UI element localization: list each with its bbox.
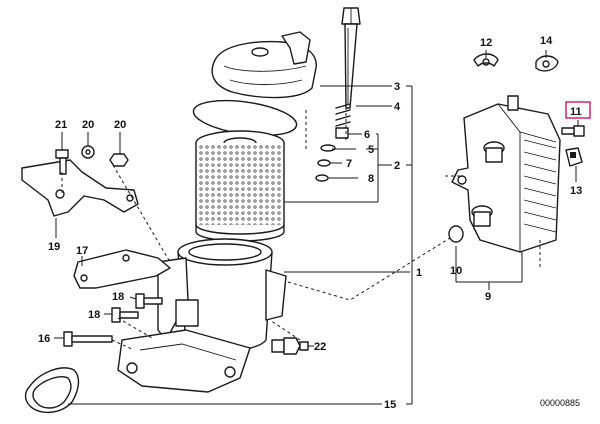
label-2: 2 xyxy=(394,160,400,172)
bolt-18b xyxy=(111,307,139,323)
label-18b: 18 xyxy=(88,309,100,321)
housing-gasket xyxy=(24,367,80,413)
label-22: 22 xyxy=(314,341,326,353)
clip-13 xyxy=(565,147,583,167)
highlight-frame-11 xyxy=(565,101,591,119)
label-21: 21 xyxy=(55,119,67,131)
label-10: 10 xyxy=(450,265,462,277)
o-ring-5 xyxy=(320,144,336,152)
bolt-16 xyxy=(63,331,113,347)
filter-housing-base xyxy=(117,238,287,393)
label-20b: 20 xyxy=(114,119,126,131)
center-bolt xyxy=(341,7,361,109)
label-8: 8 xyxy=(368,173,374,185)
o-ring-7 xyxy=(317,159,331,167)
label-13: 13 xyxy=(570,185,582,197)
o-ring-8 xyxy=(315,174,329,182)
pressure-sensor-22 xyxy=(271,337,309,355)
clamp-12 xyxy=(473,53,499,67)
leader-lines xyxy=(54,50,579,405)
bolt-11 xyxy=(561,125,585,137)
label-3: 3 xyxy=(394,81,400,93)
label-12: 12 xyxy=(480,37,492,49)
label-17: 17 xyxy=(76,245,88,257)
seal-ring-10 xyxy=(448,225,464,243)
filter-housing-cover xyxy=(211,31,317,99)
label-19: 19 xyxy=(48,241,60,253)
oil-cooler xyxy=(451,95,561,253)
valve-spring xyxy=(335,103,351,139)
label-14: 14 xyxy=(540,35,553,47)
oil-filter-element xyxy=(195,130,285,242)
label-9: 9 xyxy=(485,291,491,303)
label-16: 16 xyxy=(38,333,50,345)
label-1: 1 xyxy=(416,267,422,279)
bolt-18a xyxy=(135,293,163,309)
label-6: 6 xyxy=(364,129,370,141)
label-18a: 18 xyxy=(112,291,124,303)
bracket-17 xyxy=(73,249,171,289)
clamp-14 xyxy=(535,55,559,72)
label-11: 11 xyxy=(570,106,582,118)
label-4: 4 xyxy=(394,101,401,113)
label-20a: 20 xyxy=(82,119,94,131)
washer-20 xyxy=(81,145,95,159)
diagram-code: 00000885 xyxy=(540,398,580,408)
bracket-19 xyxy=(21,159,139,217)
label-7: 7 xyxy=(346,158,352,170)
nut-20 xyxy=(109,153,129,167)
label-5: 5 xyxy=(368,144,374,156)
label-15: 15 xyxy=(384,399,396,411)
